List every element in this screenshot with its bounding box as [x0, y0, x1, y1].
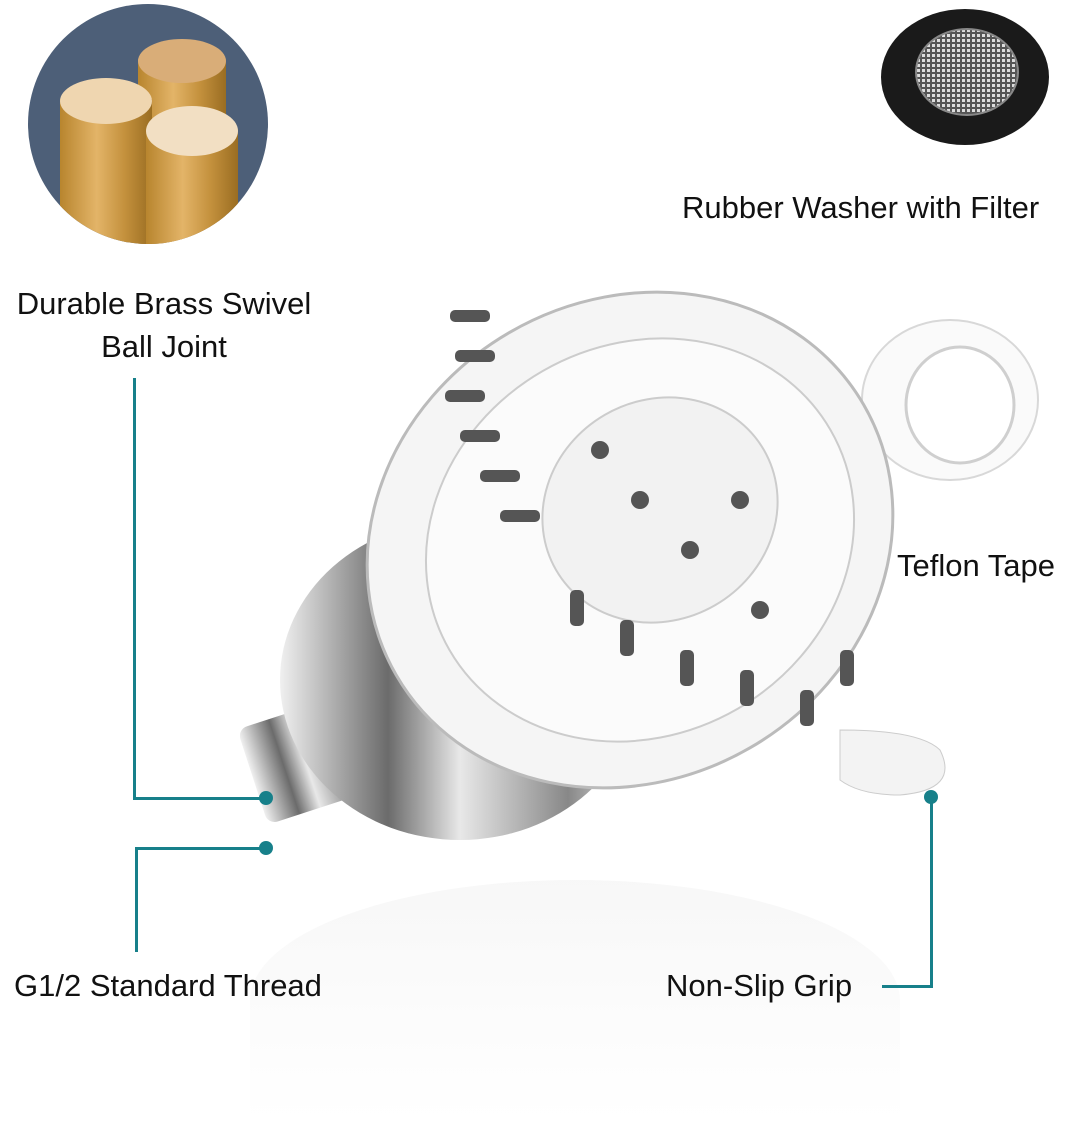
grip-callout-horizontal — [882, 985, 933, 988]
brass-label-line2: Ball Joint — [101, 329, 227, 365]
rubber-washer-image — [872, 4, 1058, 150]
washer-label: Rubber Washer with Filter — [682, 190, 1040, 225]
brass-label: Durable Brass Swivel Ball Joint — [0, 282, 328, 369]
shower-head-image — [239, 250, 1000, 870]
teflon-tape-image — [855, 305, 1045, 495]
brass-callout-dot — [259, 791, 273, 805]
thread-callout-vertical — [135, 847, 138, 952]
grip-label: Non-Slip Grip — [666, 968, 853, 1003]
brass-callout-horizontal — [133, 797, 267, 800]
brass-label-line1: Durable Brass Swivel — [16, 286, 312, 321]
grip-callout-vertical — [930, 797, 933, 987]
grip-callout-dot — [924, 790, 938, 804]
thread-callout-horizontal — [135, 847, 267, 850]
reflection — [250, 880, 900, 1121]
brass-callout-vertical — [133, 378, 136, 800]
thread-label: G1/2 Standard Thread — [14, 968, 322, 1003]
brass-rods-image — [28, 4, 268, 244]
thread-callout-dot — [259, 841, 273, 855]
teflon-label: Teflon Tape — [897, 548, 1055, 583]
